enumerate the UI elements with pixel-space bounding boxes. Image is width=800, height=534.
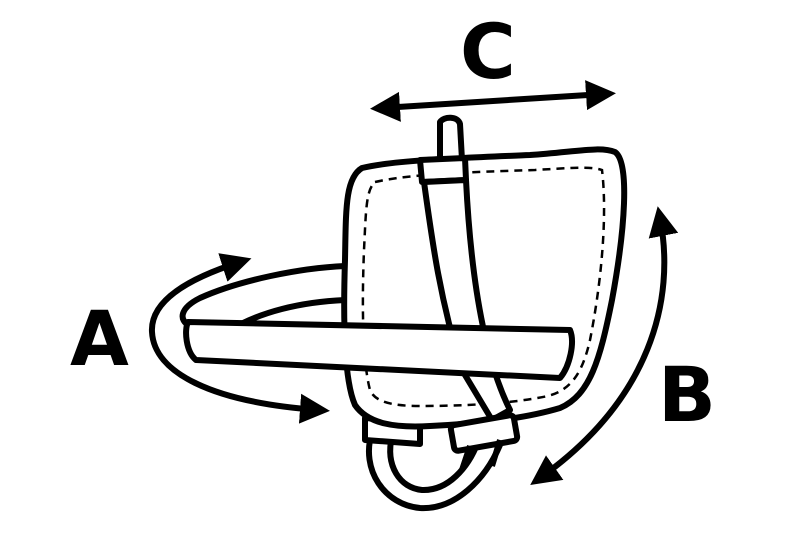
chest-strap-front bbox=[183, 319, 575, 381]
arrow-b bbox=[530, 206, 679, 485]
measurement-label-c: C bbox=[460, 7, 516, 96]
arrow-a bbox=[148, 253, 330, 424]
arrow-c bbox=[370, 80, 616, 122]
measurement-label-a: A bbox=[70, 294, 129, 383]
measurement-label-b: B bbox=[658, 350, 716, 439]
